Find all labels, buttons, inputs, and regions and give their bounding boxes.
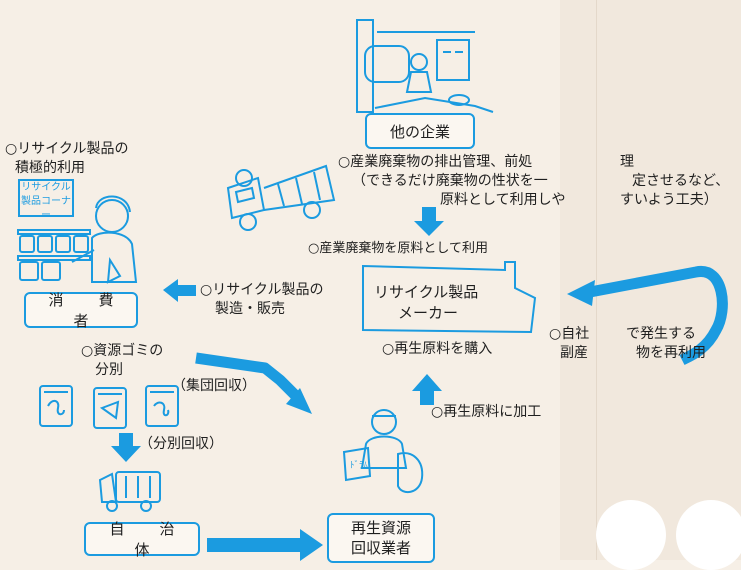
recycler-label-line-2: 回収業者	[350, 539, 411, 557]
maker-byproduct-cont-2: 物を再利用	[636, 345, 706, 361]
recycler-worker-illustration: ﾄﾞﾗﾑ	[340, 406, 430, 506]
arrow-left-to-consumer	[163, 279, 196, 302]
collection-truck-illustration	[96, 466, 166, 512]
shopper-illustration	[12, 186, 142, 286]
bin-3	[146, 386, 178, 426]
maker-factory-outline	[355, 258, 565, 348]
decorative-circle-2	[676, 500, 741, 570]
recycling-consumer-line-2: 積極的利用	[15, 160, 85, 176]
waste-note-cont-1: 理	[620, 154, 634, 170]
bin-2	[94, 388, 126, 428]
recycler-box: 再生資源 回収業者	[327, 513, 435, 563]
svg-text:ﾄﾞﾗﾑ: ﾄﾞﾗﾑ	[350, 460, 369, 471]
sales-note-line-2: 製造・販売	[215, 301, 285, 317]
municipality-label: 自 治 体	[109, 520, 210, 559]
factory-illustration	[355, 12, 495, 117]
recycler-label-line-1: 再生資源	[350, 519, 411, 537]
waste-note-cont-2: 定させるなど、	[632, 173, 730, 189]
consumer-label: 消 費 者	[48, 291, 149, 330]
bin-1	[40, 386, 72, 426]
maker-byproduct-line-1: ○自社	[549, 326, 590, 342]
group-collection-label: （集団回収）	[172, 378, 256, 394]
arrow-group-collection	[196, 358, 298, 398]
maker-label-line-1: リサイクル製品	[374, 283, 479, 301]
waste-note-line-2: （できるだけ廃棄物の性状を一	[352, 173, 548, 189]
maker-byproduct-cont-1: で発生する	[626, 326, 696, 342]
maker-buy-note: ○再生原料を購入	[382, 341, 493, 357]
company-box: 他の企業	[365, 113, 475, 149]
shop-sign-line-1: リサイクル	[21, 182, 71, 193]
shop-sign-line-2: 製品コーナー	[21, 196, 71, 221]
recycle-bins-illustration	[38, 378, 188, 430]
municipality-box: 自 治 体	[84, 520, 200, 559]
waste-note-cont-3: すいよう工夫）	[620, 192, 718, 208]
waste-note-line-1: ○産業廃棄物の排出管理、前処	[338, 154, 533, 170]
truck-illustration	[218, 148, 338, 238]
waste-note-line-3: 原料として利用しや	[440, 192, 566, 208]
shop-sign: リサイクル 製品コーナー	[18, 179, 74, 221]
sorting-note-line-1: ○資源ゴミの	[81, 343, 164, 359]
consumer-box: 消 費 者	[24, 291, 149, 330]
processing-note: ○再生原料に加工	[431, 404, 542, 420]
maker-byproduct-line-2: 副産	[560, 345, 588, 361]
arrow-down-to-maker	[414, 207, 444, 236]
arrow-right-to-recycler	[207, 529, 323, 561]
arrow-byproduct-loop	[590, 271, 722, 360]
arrow-up-to-maker	[412, 374, 442, 405]
page-fold-line	[596, 0, 597, 560]
maker-label-line-2: メーカー	[398, 304, 459, 322]
maker-input-note: ○産業廃棄物を原料として利用	[308, 241, 488, 256]
decorative-circle-1	[596, 500, 666, 570]
arrow-down-to-municipality	[111, 433, 141, 462]
sales-note-line-1: ○リサイクル製品の	[200, 282, 324, 298]
sorting-note-line-2: 分別	[95, 362, 123, 378]
company-label: 他の企業	[389, 122, 450, 141]
recycling-consumer-line-1: ○リサイクル製品の	[5, 141, 129, 157]
sorted-collection-label: （分別回収）	[139, 436, 223, 452]
